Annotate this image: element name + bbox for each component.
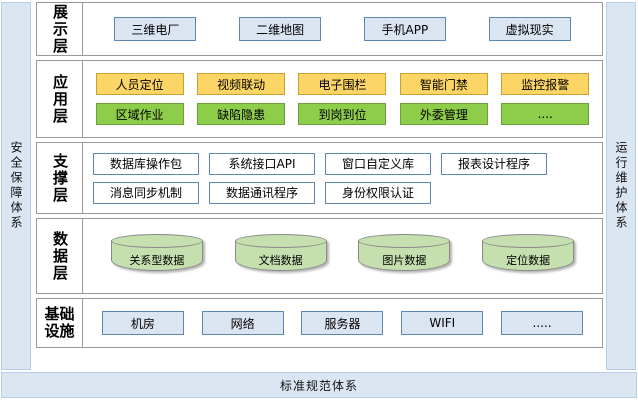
right-side-bar-maintenance-system: 运行维护体系 bbox=[606, 2, 636, 370]
layer-support-row-2: 消息同步机制 数据通讯程序 身份权限认证 bbox=[89, 181, 596, 204]
node-infra-3[interactable]: 服务器 bbox=[301, 311, 384, 335]
node-display-3[interactable]: 手机APP bbox=[363, 17, 446, 41]
layer-application-label: 应用层 bbox=[51, 73, 69, 125]
node-app-5[interactable]: 监控报警 bbox=[501, 73, 590, 95]
layer-infrastructure-row-1: 机房 网络 服务器 WIFI ..... bbox=[89, 311, 596, 335]
layer-data-body: 关系型数据 文档数据 图片数据 定位数据 bbox=[83, 219, 602, 293]
node-support-7[interactable]: 身份权限认证 bbox=[325, 181, 431, 204]
layer-application-label-cell: 应用层 bbox=[37, 61, 83, 137]
layer-infrastructure: 基础设施 机房 网络 服务器 WIFI ..... bbox=[36, 298, 603, 348]
layer-infrastructure-body: 机房 网络 服务器 WIFI ..... bbox=[83, 299, 602, 347]
node-app-3[interactable]: 电子围栏 bbox=[298, 73, 387, 95]
node-app-2[interactable]: 视频联动 bbox=[197, 73, 286, 95]
node-app-1[interactable]: 人员定位 bbox=[95, 73, 184, 95]
node-support-1[interactable]: 数据库操作包 bbox=[93, 152, 199, 175]
database-cylinder-4-label: 定位数据 bbox=[506, 254, 551, 267]
node-infra-5-more[interactable]: ..... bbox=[501, 311, 584, 335]
layer-data-row-1: 关系型数据 文档数据 图片数据 定位数据 bbox=[89, 234, 596, 278]
node-app-10-more[interactable]: .... bbox=[501, 103, 590, 125]
layer-application: 应用层 人员定位 视频联动 电子围栏 智能门禁 监控报警 区域作业 缺陷隐患 到… bbox=[36, 60, 603, 138]
node-support-5[interactable]: 消息同步机制 bbox=[93, 181, 199, 204]
database-cylinder-3-label: 图片数据 bbox=[382, 254, 427, 267]
node-app-4[interactable]: 智能门禁 bbox=[399, 73, 488, 95]
layer-data-label-cell: 数据层 bbox=[37, 219, 83, 293]
layer-application-body: 人员定位 视频联动 电子围栏 智能门禁 监控报警 区域作业 缺陷隐患 到岗到位 … bbox=[83, 61, 602, 137]
node-support-3[interactable]: 窗口自定义库 bbox=[325, 152, 431, 175]
node-app-6[interactable]: 区域作业 bbox=[95, 103, 184, 125]
node-display-1[interactable]: 三维电厂 bbox=[114, 17, 197, 41]
database-cylinder-1[interactable]: 关系型数据 bbox=[110, 234, 203, 278]
layer-display-label: 展示层 bbox=[51, 3, 69, 55]
footer-standards-system: 标准规范体系 bbox=[1, 372, 637, 398]
layer-support-label-cell: 支撑层 bbox=[37, 143, 83, 213]
database-cylinder-2[interactable]: 文档数据 bbox=[234, 234, 327, 278]
database-cylinder-4[interactable]: 定位数据 bbox=[482, 234, 575, 278]
layer-display-label-cell: 展示层 bbox=[37, 3, 83, 55]
cylinder-top bbox=[234, 234, 327, 248]
layer-display-body: 三维电厂 二维地图 手机APP 虚拟现实 bbox=[83, 3, 602, 55]
layer-application-row-1: 人员定位 视频联动 电子围栏 智能门禁 监控报警 bbox=[89, 73, 596, 95]
database-cylinder-1-label: 关系型数据 bbox=[129, 254, 185, 267]
cylinder-top bbox=[482, 234, 575, 248]
footer-label: 标准规范体系 bbox=[279, 378, 358, 393]
node-app-7[interactable]: 缺陷隐患 bbox=[197, 103, 286, 125]
node-display-2[interactable]: 二维地图 bbox=[239, 17, 322, 41]
layer-support: 支撑层 数据库操作包 系统接口API 窗口自定义库 报表设计程序 消息同步机制 … bbox=[36, 142, 603, 214]
layer-support-row-1: 数据库操作包 系统接口API 窗口自定义库 报表设计程序 bbox=[89, 152, 596, 175]
layer-infrastructure-label: 基础设施 bbox=[44, 305, 75, 340]
layer-data: 数据层 关系型数据 文档数据 图片数据 bbox=[36, 218, 603, 294]
layer-application-row-2: 区域作业 缺陷隐患 到岗到位 外委管理 .... bbox=[89, 103, 596, 125]
database-cylinder-3[interactable]: 图片数据 bbox=[358, 234, 451, 278]
cylinder-top bbox=[358, 234, 451, 248]
layer-infrastructure-label-cell: 基础设施 bbox=[37, 299, 83, 347]
node-infra-4[interactable]: WIFI bbox=[401, 311, 484, 335]
node-support-2[interactable]: 系统接口API bbox=[209, 152, 315, 175]
right-side-bar-label: 运行维护体系 bbox=[614, 141, 628, 231]
node-display-4[interactable]: 虚拟现实 bbox=[488, 17, 571, 41]
left-side-bar-security-system: 安全保障体系 bbox=[1, 2, 31, 370]
layer-display-row-1: 三维电厂 二维地图 手机APP 虚拟现实 bbox=[89, 17, 596, 41]
layer-support-body: 数据库操作包 系统接口API 窗口自定义库 报表设计程序 消息同步机制 数据通讯… bbox=[83, 143, 602, 213]
node-app-9[interactable]: 外委管理 bbox=[399, 103, 488, 125]
node-support-6[interactable]: 数据通讯程序 bbox=[209, 181, 315, 204]
node-support-4[interactable]: 报表设计程序 bbox=[441, 152, 547, 175]
left-side-bar-label: 安全保障体系 bbox=[9, 141, 23, 231]
layer-data-label: 数据层 bbox=[51, 230, 69, 282]
node-infra-2[interactable]: 网络 bbox=[201, 311, 284, 335]
layer-support-label: 支撑层 bbox=[51, 152, 69, 204]
node-app-8[interactable]: 到岗到位 bbox=[298, 103, 387, 125]
database-cylinder-2-label: 文档数据 bbox=[258, 254, 303, 267]
cylinder-top bbox=[110, 234, 203, 248]
layer-display: 展示层 三维电厂 二维地图 手机APP 虚拟现实 bbox=[36, 2, 603, 56]
node-infra-1[interactable]: 机房 bbox=[101, 311, 184, 335]
